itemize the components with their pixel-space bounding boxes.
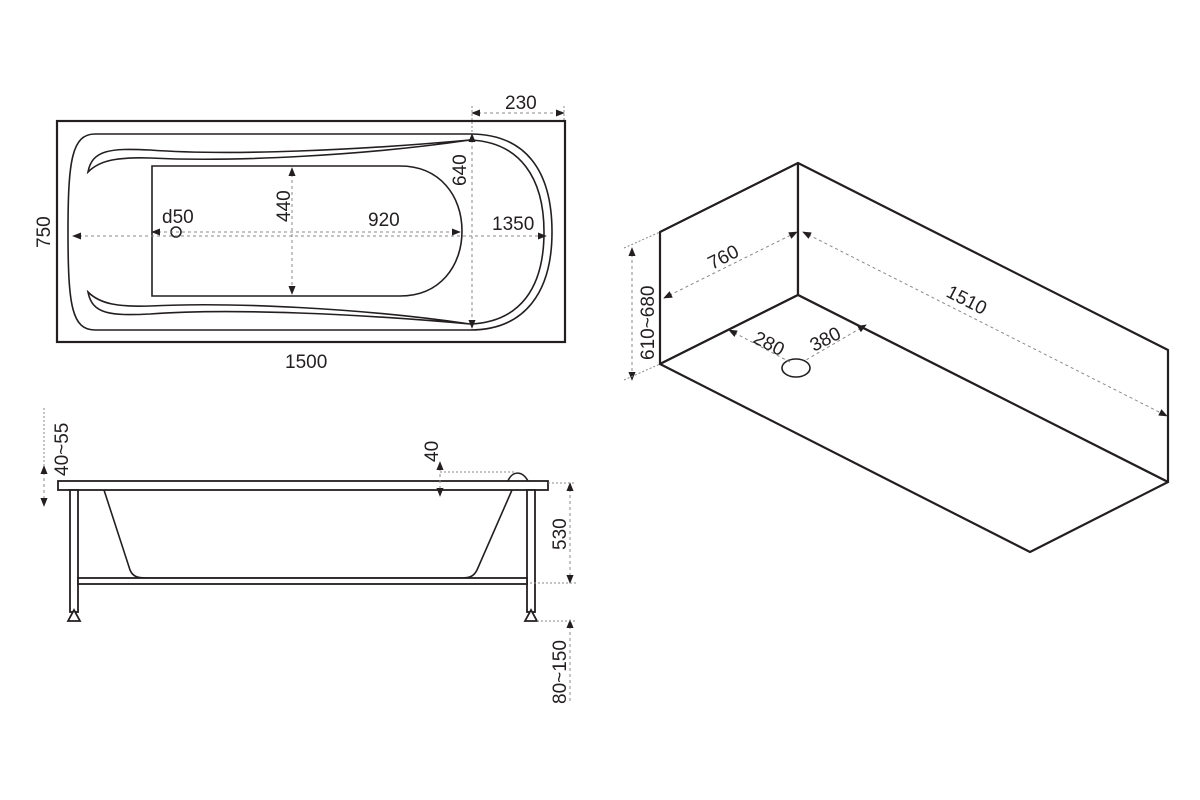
label-40: 40	[422, 441, 443, 462]
side-bowl	[103, 489, 513, 579]
ext-line-610-680-b	[623, 363, 661, 381]
iso-front-face	[658, 293, 1170, 554]
label-440: 440	[274, 190, 295, 222]
iso-view: 760 1510 610~680 280 380	[623, 161, 1170, 554]
label-530: 530	[550, 518, 571, 550]
tub-bowl-contour-inner	[469, 139, 545, 325]
label-230: 230	[505, 93, 537, 114]
side-frame-leg-right	[526, 489, 536, 613]
ext-line-610-680-a	[623, 231, 661, 249]
side-foot-right	[523, 608, 539, 622]
dim-line-1510	[802, 231, 1168, 417]
side-rim	[57, 480, 549, 491]
label-920: 920	[368, 210, 400, 231]
side-frame-crossbar	[77, 577, 528, 585]
side-view: 40~55 40 530 80~150	[40, 408, 576, 704]
top-view: 230 640 440 920 1350 d50 750 1500	[34, 93, 567, 373]
side-foot-left	[66, 608, 82, 622]
tub-inner-basin	[151, 165, 463, 297]
side-frame-leg-left	[69, 489, 79, 613]
label-80-150: 80~150	[550, 640, 571, 704]
label-d50: d50	[162, 207, 194, 228]
label-610-680: 610~680	[638, 286, 659, 361]
tub-outer-rim	[55, 119, 567, 344]
side-headrest-bump	[507, 472, 529, 482]
label-640: 640	[450, 154, 471, 186]
tub-bowl-contour	[67, 133, 553, 331]
dim-line-760	[663, 231, 798, 299]
label-1350: 1350	[492, 214, 534, 235]
label-40-55: 40~55	[52, 423, 73, 476]
label-1500: 1500	[285, 352, 327, 373]
label-750: 750	[34, 216, 55, 248]
